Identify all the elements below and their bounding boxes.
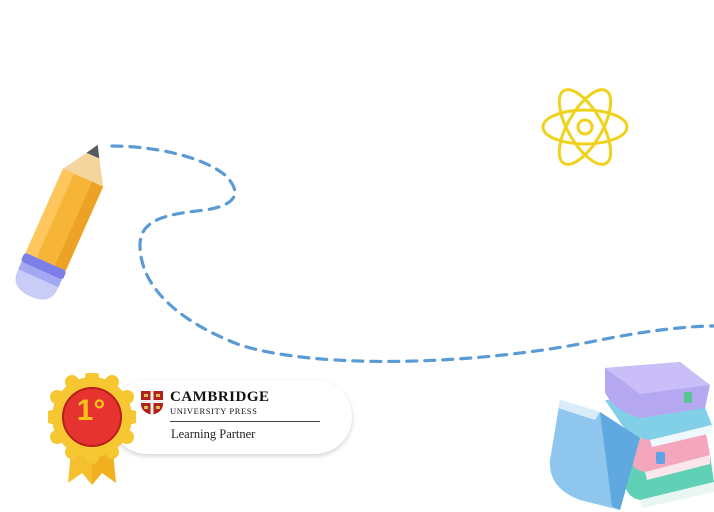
cambridge-shield-icon [141, 391, 163, 415]
brand-subtitle: UNIVERSITY PRESS [170, 406, 258, 416]
brand-name: CAMBRIDGE [170, 389, 270, 405]
books-icon [549, 362, 714, 510]
badge-tagline: Learning Partner [171, 427, 256, 441]
pencil-icon [15, 144, 104, 300]
badge-divider [170, 421, 320, 422]
medal-icon [48, 373, 136, 485]
atom-icon [541, 88, 629, 166]
dashed-path [110, 144, 714, 364]
medal-rank: 1° [76, 394, 106, 427]
cambridge-logo: CAMBRIDGE UNIVERSITY PRESS [140, 390, 270, 416]
cambridge-badge: 1° CAMBRIDGE UNIVERSITY PRESS Learning P… [48, 373, 352, 485]
